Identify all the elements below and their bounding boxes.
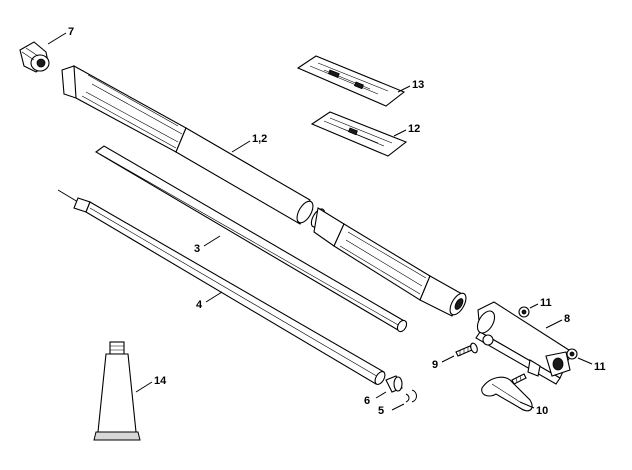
part-4-drive-shaft — [57, 189, 386, 385]
leader-7 — [47, 32, 67, 45]
part-1-2-drive-tube-lower — [310, 207, 467, 317]
label-11-top: 11 — [540, 297, 552, 309]
label-8: 8 — [564, 313, 570, 325]
leader-1-2 — [231, 140, 251, 153]
leader-10 — [519, 401, 535, 409]
leader-11b — [577, 357, 593, 365]
label-12: 12 — [408, 123, 420, 135]
leader-13 — [397, 85, 411, 93]
label-11-right: 11 — [594, 361, 606, 373]
part-8-clamp — [475, 301, 573, 385]
part-6-sleeve — [385, 375, 403, 393]
label-5: 5 — [378, 405, 384, 417]
leader-3 — [203, 235, 221, 247]
part-11-nut-right — [566, 348, 578, 360]
label-10: 10 — [536, 405, 548, 417]
part-10-wing-knob — [481, 373, 533, 412]
leader-12 — [393, 129, 407, 137]
part-11-nut-top — [518, 306, 530, 318]
label-9: 9 — [432, 359, 438, 371]
part-5-snap-ring — [405, 389, 417, 403]
part-13-decal — [296, 55, 406, 107]
label-7: 7 — [68, 26, 74, 38]
part-9-screw — [455, 342, 478, 357]
leader-11a — [529, 303, 539, 309]
part-12-decal — [310, 111, 408, 157]
label-3: 3 — [194, 243, 200, 255]
label-14: 14 — [154, 375, 167, 387]
label-1-2: 1,2 — [252, 133, 267, 145]
part-7-end-cap — [19, 41, 50, 73]
leader-8 — [545, 319, 563, 329]
leader-6 — [375, 391, 387, 399]
leader-14 — [135, 381, 153, 393]
label-4: 4 — [196, 299, 203, 311]
leader-4 — [205, 291, 223, 303]
leader-9 — [441, 355, 455, 363]
leader-5 — [391, 403, 405, 411]
part-14-grease-tube — [93, 341, 141, 441]
part-3-liner — [95, 145, 408, 333]
label-13: 13 — [412, 79, 424, 91]
label-6: 6 — [364, 395, 370, 407]
part-1-2-drive-tube-upper — [61, 65, 314, 225]
